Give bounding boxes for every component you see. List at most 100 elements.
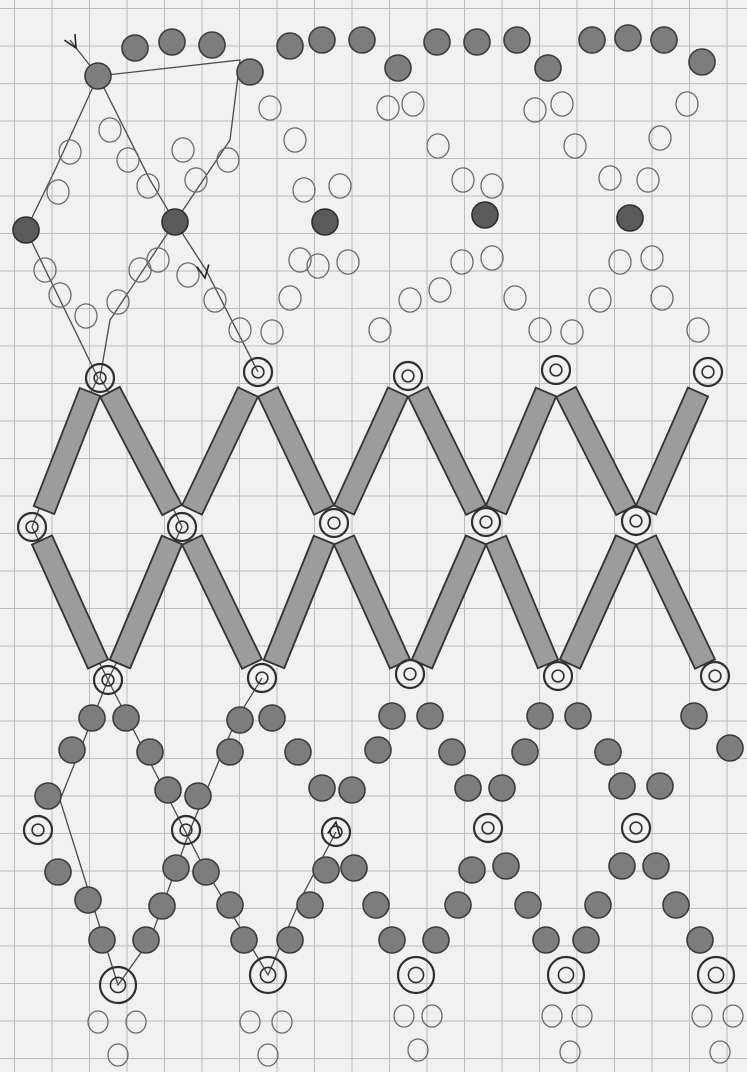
shaded-seed-bead [663,892,689,918]
shaded-seed-bead [439,739,465,765]
ring-bead-hole [550,364,562,376]
ring-bead-outer [320,509,348,537]
shaded-seed-bead [341,855,367,881]
ring-bead [394,362,422,390]
outline-seed-bead [258,1044,278,1066]
ring-bead [320,509,348,537]
shaded-seed-bead [277,927,303,953]
shaded-seed-bead [689,49,715,75]
shaded-seed-bead [133,927,159,953]
bugle-bead [182,387,258,514]
outline-seed-bead [108,1044,128,1066]
ring-bead-outer [701,662,729,690]
shaded-seed-bead [312,209,338,235]
outline-seed-bead [402,92,424,116]
bugle-bead [334,535,410,668]
shaded-seed-bead [643,853,669,879]
shaded-seed-bead [493,853,519,879]
ring-bead-hole [630,822,642,834]
outline-seed-bead [609,250,631,274]
ring-bead [622,814,650,842]
outline-seed-bead [272,1011,292,1033]
shaded-seed-bead [445,892,471,918]
ring-bead [701,662,729,690]
shaded-seed-bead [149,893,175,919]
outline-seed-bead [408,1039,428,1061]
ring-bead-hole [402,370,414,382]
shaded-seed-bead [59,737,85,763]
ring-bead [542,356,570,384]
shaded-seed-bead [455,775,481,801]
bugle-bead [258,387,334,514]
ring-bead [24,816,52,844]
ring-bead-hole [328,517,340,529]
outline-seed-bead [261,320,283,344]
ring-bead-hole [630,515,642,527]
shaded-seed-bead [527,703,553,729]
ring-bead-hole [408,967,423,982]
shaded-seed-bead [162,209,188,235]
outline-seed-bead [529,318,551,342]
ring-bead-outer [472,508,500,536]
shaded-seed-bead [717,735,743,761]
ring-bead-hole [709,670,721,682]
outline-seed-bead [49,283,71,307]
shaded-seed-bead [199,32,225,58]
bugle-bead [34,388,100,514]
outline-seed-bead [377,96,399,120]
shaded-seed-bead [113,705,139,731]
bugle-bead [486,536,558,669]
shaded-seed-bead [13,217,39,243]
shaded-seed-bead [423,927,449,953]
shaded-seed-bead [504,27,530,53]
ring-bead-outer [622,507,650,535]
ring-bead-outer [398,957,434,993]
shaded-seed-bead [297,892,323,918]
shaded-seed-bead [459,857,485,883]
outline-seed-bead [452,168,474,192]
outline-seed-bead [422,1005,442,1027]
shaded-seed-bead [217,892,243,918]
shaded-seed-bead [339,777,365,803]
outline-seed-bead [710,1041,730,1063]
shaded-seed-bead [159,29,185,55]
shaded-seed-bead [515,892,541,918]
shaded-seed-bead [35,783,61,809]
outline-seed-bead [259,96,281,120]
outline-seed-bead [572,1005,592,1027]
bugle-bead [560,535,636,668]
bugle-bead [32,535,108,668]
ring-bead-outer [24,816,52,844]
ring-bead-hole [558,967,573,982]
shaded-seed-bead [535,55,561,81]
shaded-seed-bead [75,887,101,913]
bugle-bead [636,388,708,515]
shaded-seed-bead [237,59,263,85]
outline-seed-bead [107,290,129,314]
ring-bead [544,662,572,690]
outline-seed-bead [47,180,69,204]
outline-seed-bead [177,263,199,287]
outline-seed-bead [651,286,673,310]
ring-bead-hole [32,824,44,836]
outline-seed-bead [649,126,671,150]
shaded-seed-bead [512,739,538,765]
outline-seed-bead [641,246,663,270]
outline-seed-bead [560,1041,580,1063]
outline-seed-bead [481,246,503,270]
outline-seed-bead [240,1011,260,1033]
outline-seed-bead [564,134,586,158]
shaded-seed-bead [687,927,713,953]
shaded-seed-bead [609,853,635,879]
outline-seed-bead [172,138,194,162]
outline-seed-bead [637,168,659,192]
shaded-seed-bead [85,63,111,89]
shaded-seed-bead [259,705,285,731]
ring-bead-hole [552,670,564,682]
shaded-seed-bead [617,205,643,231]
shaded-seed-bead [681,703,707,729]
ring-bead [548,957,584,993]
shaded-seed-bead [313,857,339,883]
outline-seed-bead [126,1011,146,1033]
